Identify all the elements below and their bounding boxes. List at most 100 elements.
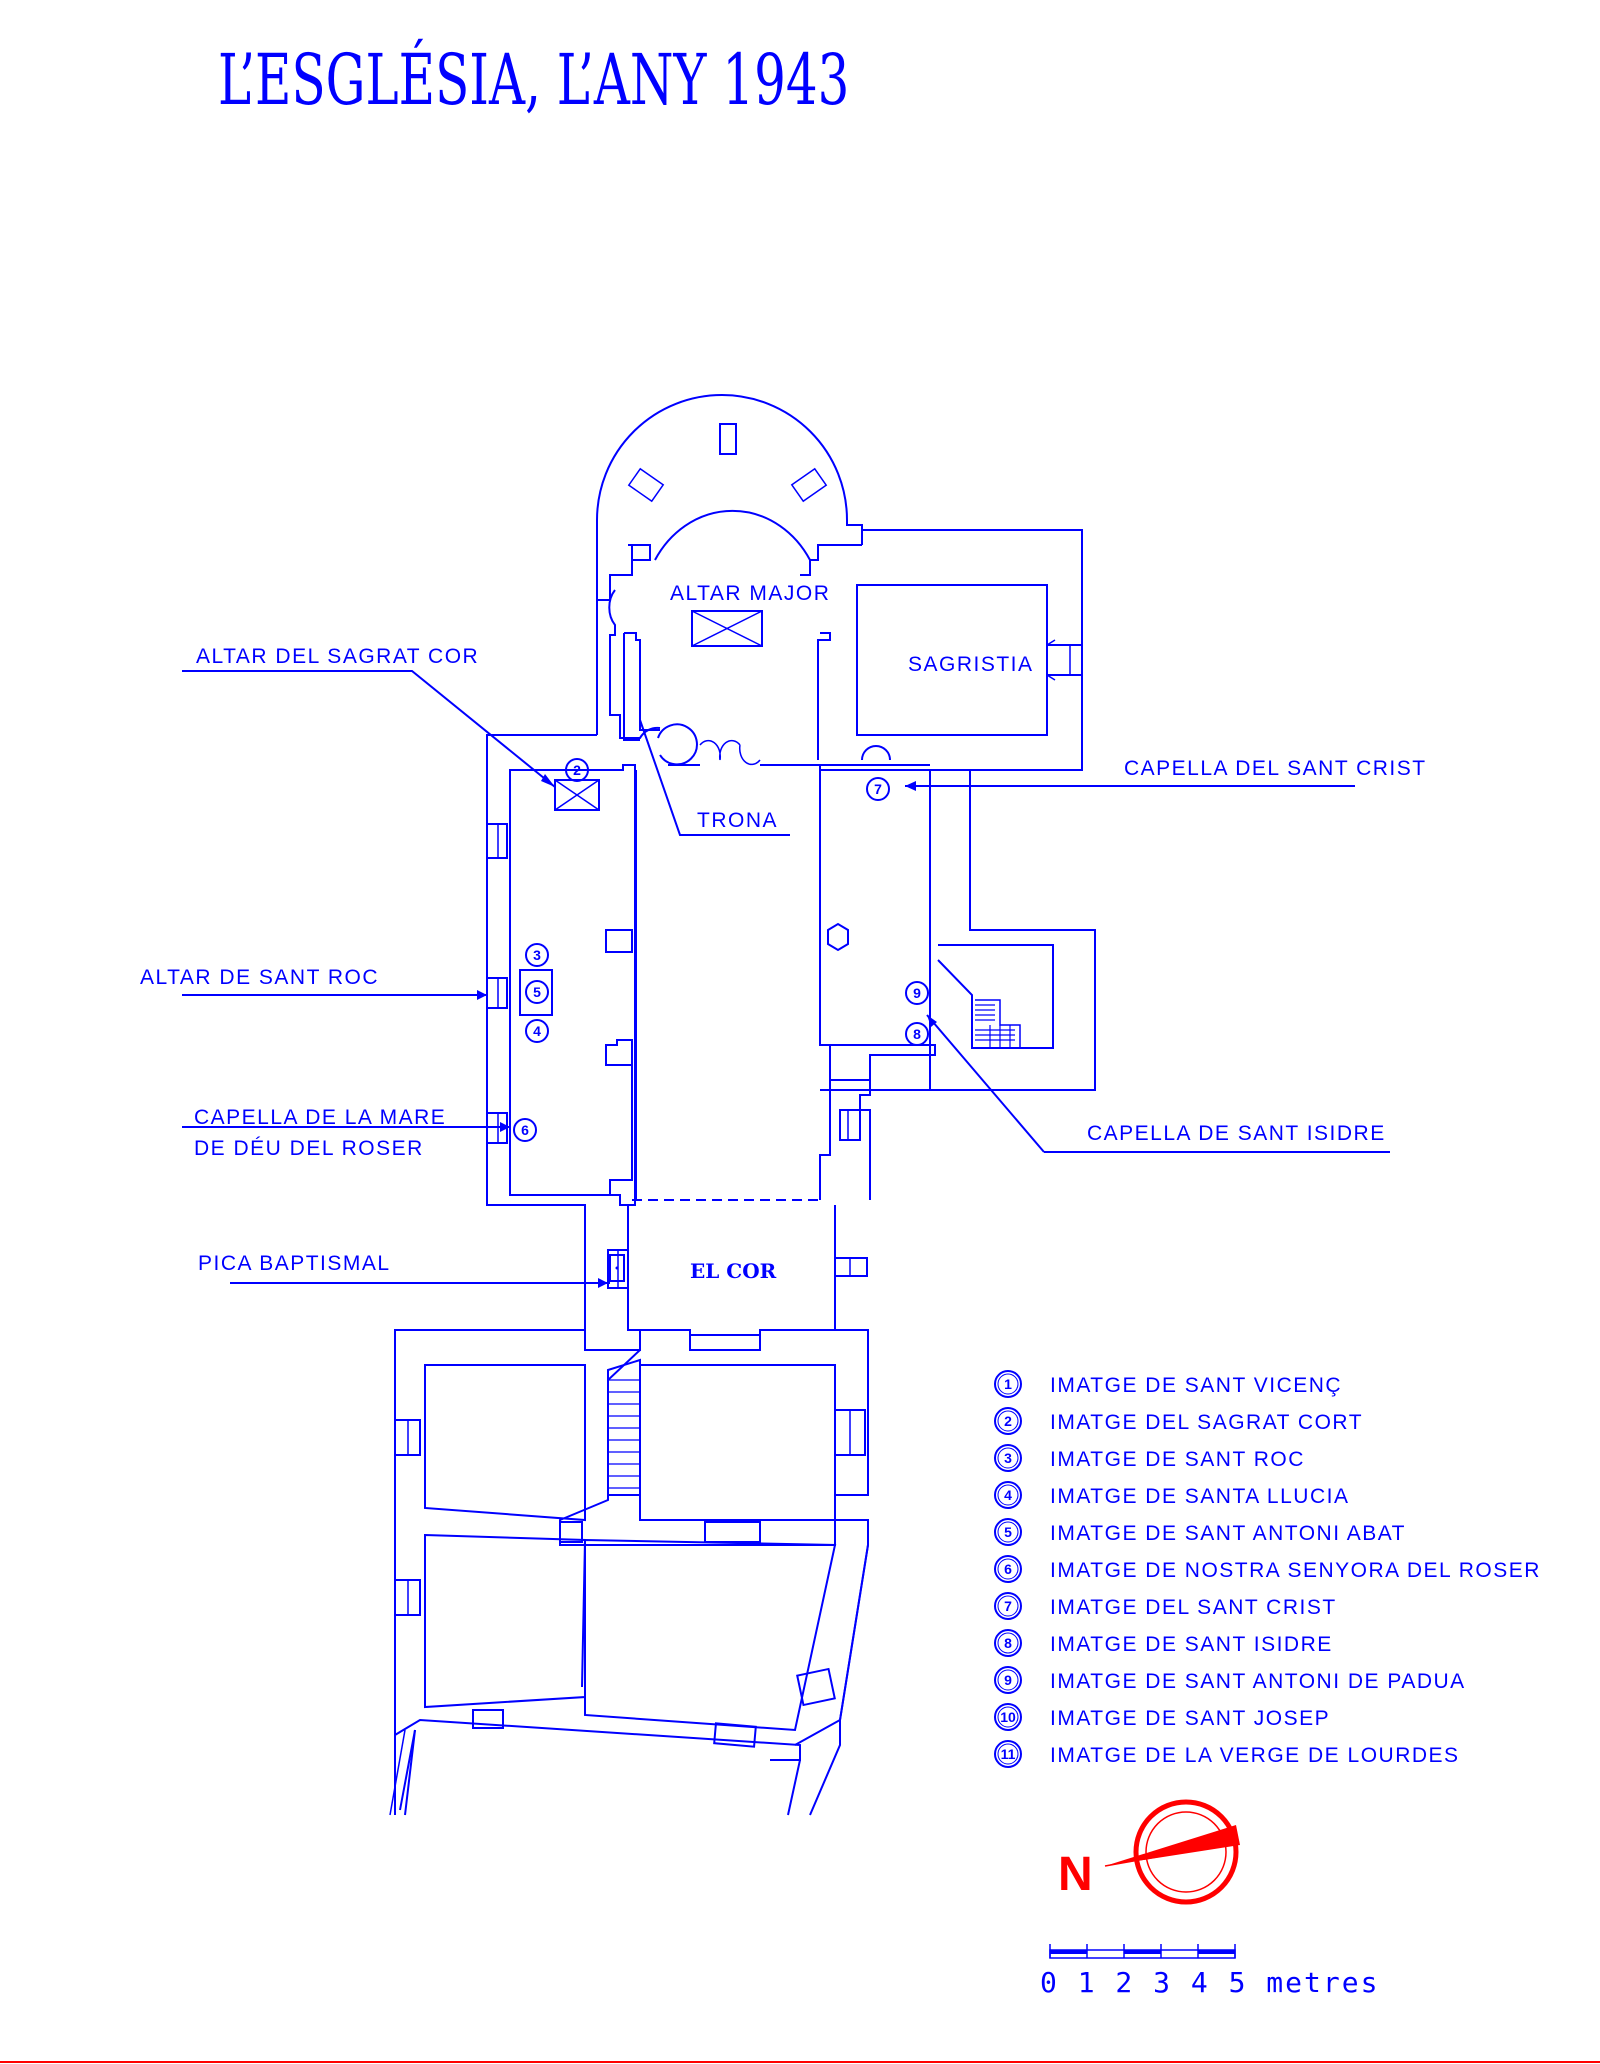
legend-number-inner-circle <box>997 1558 1019 1580</box>
svg-text:9: 9 <box>913 985 921 1001</box>
altar-major-label: ALTAR MAJOR <box>670 582 830 605</box>
legend-text: IMATGE DE SANT ISIDRE <box>1050 1633 1333 1656</box>
north-label: N <box>1058 1848 1093 1901</box>
legend-text: IMATGE DE SANT ROC <box>1050 1448 1305 1471</box>
legend-text: IMATGE DE SANT VICENÇ <box>1050 1374 1342 1397</box>
legend-number-inner-circle <box>997 1521 1019 1543</box>
legend-number-circle <box>994 1370 1022 1398</box>
svg-text:8: 8 <box>913 1026 921 1042</box>
callout-mare-deu-line2: DE DÉU DEL ROSER <box>194 1137 424 1160</box>
legend-text: IMATGE DE SANT JOSEP <box>1050 1707 1330 1730</box>
legend-number-circle <box>994 1666 1022 1694</box>
legend-item: 2 IMATGE DEL SAGRAT CORT <box>994 1407 1363 1435</box>
presbytery <box>623 632 930 766</box>
legend-number: 6 <box>1004 1561 1012 1577</box>
legend-number-inner-circle <box>997 1373 1019 1395</box>
legend-number-inner-circle <box>997 1410 1019 1432</box>
legend-number: 5 <box>1004 1524 1012 1540</box>
callout-lines <box>182 670 1390 1288</box>
pica-baptismal-marker <box>609 1254 625 1282</box>
choir: EL COR <box>607 1205 868 1351</box>
legend-item: 6 IMATGE DE NOSTRA SENYORA DEL ROSER <box>994 1555 1541 1583</box>
callout-sant-roc: ALTAR DE SANT ROC <box>140 966 379 989</box>
marker-4: 4 <box>525 1019 549 1043</box>
callout-pica: PICA BAPTISMAL <box>198 1252 391 1275</box>
svg-text:5: 5 <box>533 984 541 1000</box>
legend-number-inner-circle <box>997 1743 1019 1765</box>
svg-text:2: 2 <box>573 762 581 778</box>
marker-8: 8 <box>905 1022 929 1046</box>
legend-number-circle <box>994 1444 1022 1472</box>
sagristia-label: SAGRISTIA <box>908 653 1034 676</box>
legend-number-inner-circle <box>997 1706 1019 1728</box>
legend-item: 7 IMATGE DEL SANT CRIST <box>994 1592 1337 1620</box>
callout-sant-crist: CAPELLA DEL SANT CRIST <box>1124 757 1427 780</box>
legend-number: 2 <box>1004 1413 1012 1429</box>
legend-number-inner-circle <box>997 1447 1019 1469</box>
legend-number: 1 <box>1004 1376 1012 1392</box>
legend-item: 4 IMATGE DE SANTA LLUCIA <box>994 1481 1349 1509</box>
legend-item: 1 IMATGE DE SANT VICENÇ <box>994 1370 1342 1398</box>
east-annex-stairs <box>937 944 1054 1049</box>
legend-text: IMATGE DE SANTA LLUCIA <box>1050 1485 1349 1508</box>
legend-number-inner-circle <box>997 1669 1019 1691</box>
marker-5: 5 <box>525 980 549 1004</box>
marker-2: 2 <box>565 758 589 782</box>
callout-sant-isidre: CAPELLA DE SANT ISIDRE <box>1087 1122 1386 1145</box>
nave: TRONA <box>394 600 970 1815</box>
scale-bar: 0 1 2 3 4 5 metres <box>1040 1944 1379 1999</box>
svg-text:6: 6 <box>521 1122 529 1138</box>
legend-number: 9 <box>1004 1672 1012 1688</box>
marker-3: 3 <box>525 943 549 967</box>
svg-text:4: 4 <box>533 1023 541 1039</box>
legend-number: 3 <box>1004 1450 1012 1466</box>
legend-number-circle <box>994 1407 1022 1435</box>
plan-markers: 2 3 5 4 6 7 9 8 <box>513 758 929 1142</box>
legend-text: IMATGE DEL SANT CRIST <box>1050 1596 1337 1619</box>
legend-number-circle <box>994 1629 1022 1657</box>
legend: 1 IMATGE DE SANT VICENÇ 2 IMATGE DEL SAGRAT… <box>994 1370 1541 1768</box>
legend-number-circle <box>994 1703 1022 1731</box>
altar-major: ALTAR MAJOR <box>670 582 830 647</box>
callout-mare-deu-line1: CAPELLA DE LA MARE <box>194 1106 446 1129</box>
svg-text:3: 3 <box>533 947 541 963</box>
legend-number-circle <box>994 1740 1022 1768</box>
el-cor-label: EL COR <box>690 1259 777 1283</box>
legend-item: 11 IMATGE DE LA VERGE DE LOURDES <box>994 1740 1460 1768</box>
legend-text: IMATGE DEL SAGRAT CORT <box>1050 1411 1363 1434</box>
marker-9: 9 <box>905 981 929 1005</box>
scale-label: 0 1 2 3 4 5 metres <box>1040 1966 1379 1999</box>
legend-text: IMATGE DE SANT ANTONI DE PADUA <box>1050 1670 1466 1693</box>
legend-number-inner-circle <box>997 1632 1019 1654</box>
marker-6: 6 <box>513 1118 537 1142</box>
callout-sagrat-cor: ALTAR DEL SAGRAT COR <box>196 645 479 668</box>
lower-buildings <box>389 1329 869 1816</box>
legend-item: 10 IMATGE DE SANT JOSEP <box>994 1703 1330 1731</box>
legend-number: 7 <box>1004 1598 1012 1614</box>
legend-number: 8 <box>1004 1635 1012 1651</box>
trona-label: TRONA <box>697 809 778 832</box>
north-arrow: N <box>1058 1799 1240 1905</box>
legend-number-circle <box>994 1592 1022 1620</box>
legend-number: 11 <box>1001 1746 1016 1762</box>
altar-sagrat-cor <box>554 779 600 811</box>
legend-number-circle <box>994 1481 1022 1509</box>
legend-number-inner-circle <box>997 1484 1019 1506</box>
apse <box>596 394 863 739</box>
page-title: L’ESGLÉSIA, L’ANY 1943 <box>218 37 849 121</box>
legend-item: 3 IMATGE DE SANT ROC <box>994 1444 1305 1472</box>
legend-number-circle <box>994 1518 1022 1546</box>
legend-number: 4 <box>1004 1487 1012 1503</box>
legend-item: 8 IMATGE DE SANT ISIDRE <box>994 1629 1333 1657</box>
svg-text:7: 7 <box>874 781 882 797</box>
legend-item: 9 IMATGE DE SANT ANTONI DE PADUA <box>994 1666 1466 1694</box>
legend-number-circle <box>994 1555 1022 1583</box>
marker-7: 7 <box>866 777 890 801</box>
legend-text: IMATGE DE NOSTRA SENYORA DEL ROSER <box>1050 1559 1541 1582</box>
legend-number: 10 <box>1000 1709 1016 1725</box>
legend-number-inner-circle <box>997 1595 1019 1617</box>
legend-text: IMATGE DE LA VERGE DE LOURDES <box>1050 1744 1460 1767</box>
altar-sant-roc <box>519 969 553 1016</box>
